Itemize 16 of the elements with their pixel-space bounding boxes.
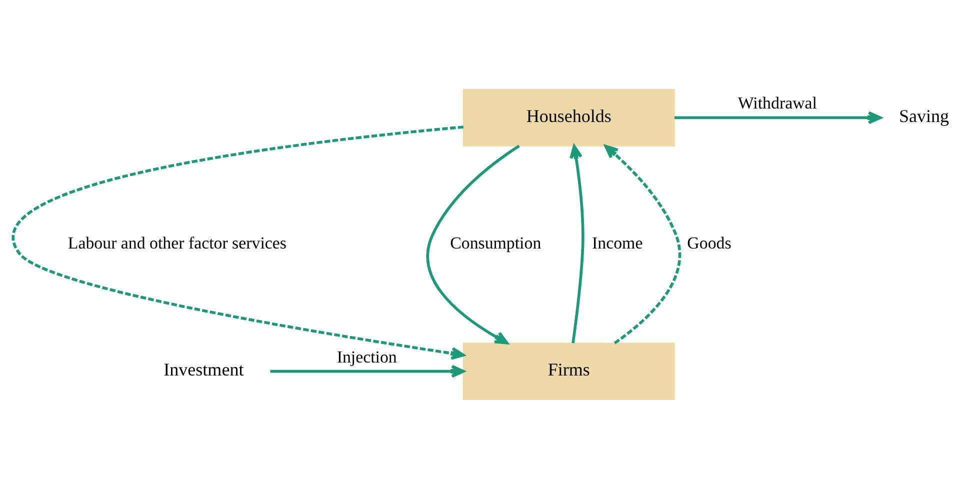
arrow	[270, 364, 465, 378]
node-text: Investment	[164, 359, 244, 380]
node-box: Firms	[462, 342, 675, 400]
node-text: Saving	[898, 105, 950, 126]
arrow	[426, 144, 520, 344]
edge-label: Income	[592, 232, 643, 252]
edge-label: Injection	[336, 346, 397, 366]
arrow	[12, 125, 465, 360]
edge-label: Labour and other factor services	[68, 232, 286, 252]
edge-label: Goods	[687, 232, 732, 252]
node-box: Households	[462, 88, 675, 146]
arrow	[570, 144, 584, 343]
arrow	[604, 144, 682, 344]
arrow	[674, 110, 882, 124]
edge-label: Consumption	[450, 232, 542, 252]
edge-label: Withdrawal	[738, 93, 817, 112]
